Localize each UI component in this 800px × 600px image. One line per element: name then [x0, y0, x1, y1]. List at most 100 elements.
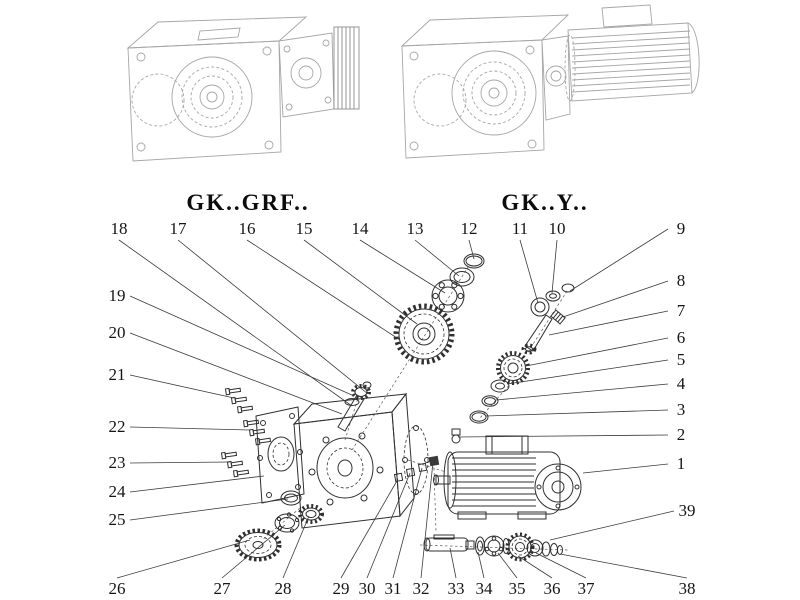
- part-label-35: 35: [509, 579, 526, 598]
- part-label-20: 20: [109, 323, 126, 342]
- leader-line-38: [559, 553, 688, 579]
- part-label-12: 12: [461, 219, 478, 238]
- leader-line-21: [129, 374, 235, 399]
- leader-line-17: [177, 239, 369, 395]
- leader-line-25: [129, 498, 289, 521]
- part-label-36: 36: [544, 579, 561, 598]
- part-label-39: 39: [679, 501, 696, 520]
- pinion-shaft: [337, 381, 372, 432]
- leader-line-15: [303, 239, 418, 325]
- gearbox-y-drawing: [400, 4, 700, 159]
- callout-layer: 1234567891011121314151617181920212223242…: [109, 219, 696, 598]
- gearbox-grf-drawing: [126, 16, 360, 162]
- leader-line-37: [535, 552, 587, 579]
- bolt-set-middle: [242, 419, 272, 446]
- part-label-23: 23: [109, 453, 126, 472]
- part-label-10: 10: [549, 219, 566, 238]
- part-label-24: 24: [109, 482, 127, 501]
- leader-line-24: [129, 475, 265, 493]
- leader-line-1: [582, 463, 669, 474]
- part-label-16: 16: [239, 219, 256, 238]
- leader-line-5: [506, 359, 669, 385]
- gear-small: [496, 351, 530, 385]
- breather-plug: [451, 428, 461, 444]
- part-label-15: 15: [296, 219, 313, 238]
- leader-line-19: [129, 295, 355, 397]
- part-label-7: 7: [677, 301, 686, 320]
- leader-line-31: [392, 467, 423, 579]
- part-label-29: 29: [333, 579, 350, 598]
- part-label-6: 6: [677, 328, 686, 347]
- leader-line-8: [562, 280, 669, 318]
- part-label-1: 1: [677, 454, 686, 473]
- motor-ghost: [564, 4, 700, 102]
- leader-line-27: [221, 524, 286, 579]
- motor: [433, 435, 582, 520]
- part-label-13: 13: [407, 219, 424, 238]
- washer-stack: [469, 379, 510, 424]
- gearbox-housing: [292, 392, 430, 529]
- bearing-large: [431, 279, 465, 313]
- bolt-set-lower: [220, 451, 250, 478]
- leader-line-36: [517, 555, 553, 579]
- leader-line-13: [414, 239, 460, 277]
- leader-line-16: [246, 239, 401, 341]
- part-label-11: 11: [512, 219, 528, 238]
- part-label-3: 3: [677, 400, 686, 419]
- spacer-ring: [449, 267, 475, 287]
- leader-line-20: [129, 332, 343, 415]
- intermediate-gear-large: [393, 303, 455, 365]
- part-label-28: 28: [275, 579, 292, 598]
- pinion-cage: [298, 504, 324, 524]
- leader-line-12: [468, 239, 475, 260]
- part-label-9: 9: [677, 219, 686, 238]
- part-label-25: 25: [109, 510, 126, 529]
- variant-title-y: GK..Y..: [501, 190, 588, 215]
- leader-line-35: [497, 552, 518, 579]
- leader-line-26: [116, 539, 251, 579]
- exploded-view: [220, 253, 582, 562]
- part-label-21: 21: [109, 365, 126, 384]
- part-label-5: 5: [677, 350, 686, 369]
- part-label-4: 4: [677, 374, 686, 393]
- leader-line-23: [129, 461, 231, 464]
- part-label-19: 19: [109, 286, 126, 305]
- part-label-2: 2: [677, 425, 686, 444]
- part-label-37: 37: [578, 579, 596, 598]
- leader-line-39: [549, 510, 675, 541]
- leader-line-6: [525, 337, 669, 367]
- leader-line-28: [282, 515, 310, 579]
- output-seal: [280, 490, 302, 506]
- leader-line-3: [485, 409, 669, 417]
- leader-line-29: [340, 478, 399, 579]
- part-label-26: 26: [109, 579, 126, 598]
- leader-line-32: [420, 461, 434, 579]
- leader-line-14: [359, 239, 446, 294]
- part-label-27: 27: [214, 579, 232, 598]
- part-label-18: 18: [111, 219, 128, 238]
- part-label-14: 14: [352, 219, 370, 238]
- part-label-31: 31: [385, 579, 402, 598]
- leader-line-10: [551, 239, 558, 294]
- part-label-32: 32: [413, 579, 430, 598]
- key-blocks: [393, 455, 440, 483]
- part-label-8: 8: [677, 271, 686, 290]
- leader-line-2: [457, 434, 669, 438]
- leader-line-11: [519, 239, 539, 304]
- leader-line-9: [569, 228, 669, 292]
- input-flange-plate: [255, 406, 305, 504]
- variant-title-grf: GK..GRF..: [186, 190, 309, 215]
- leader-line-34: [477, 551, 485, 579]
- vertical-pinion-assembly: [521, 283, 575, 355]
- part-label-22: 22: [109, 417, 126, 436]
- output-ring-gear: [234, 528, 282, 562]
- leader-line-4: [495, 383, 669, 401]
- leader-line-33: [449, 547, 457, 579]
- leader-line-18: [118, 239, 353, 407]
- part-label-17: 17: [170, 219, 188, 238]
- part-label-38: 38: [679, 579, 696, 598]
- part-label-30: 30: [359, 579, 376, 598]
- leader-line-22: [129, 426, 251, 431]
